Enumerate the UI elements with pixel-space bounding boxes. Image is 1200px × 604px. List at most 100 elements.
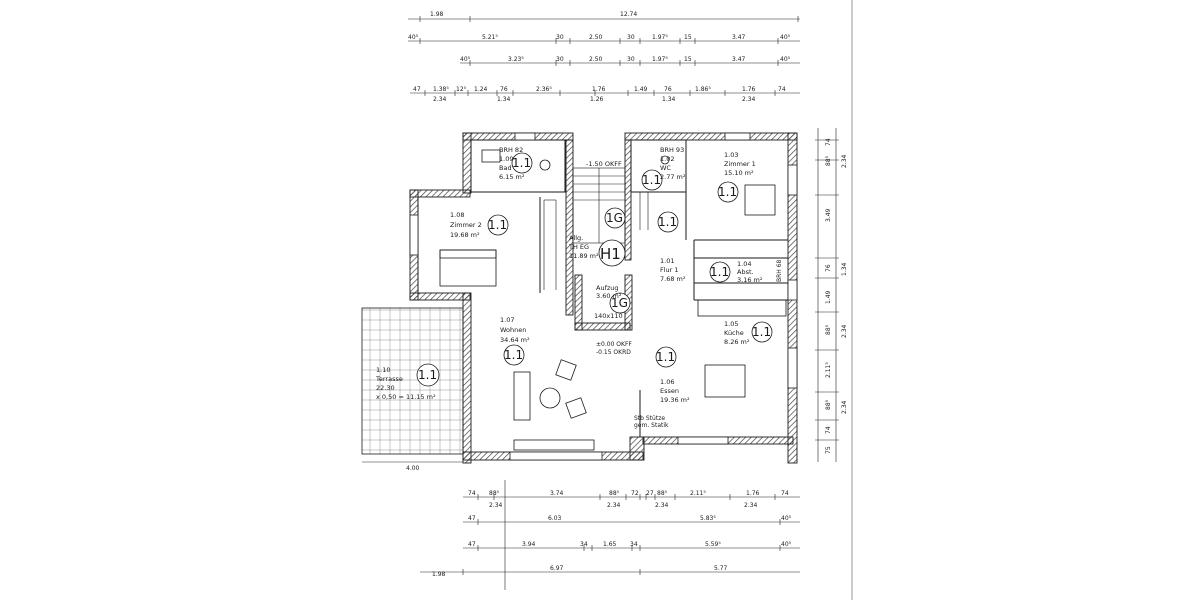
terrasse-calc: x 0,50 = 11.15 m²	[376, 393, 436, 401]
dim-right-5: 1.34	[841, 262, 848, 276]
dim-right-3: 3.49	[825, 208, 832, 222]
dim-top-3-7: 3.47	[732, 56, 746, 63]
abst-brh: BRH 68	[776, 259, 783, 282]
room-labels: BRH 82 1.09 Bad 6.15 m² -1.50 OKFF BRH 9…	[375, 146, 783, 429]
tag-wc: 1.1	[642, 173, 661, 187]
furniture	[439, 149, 787, 451]
dim-top-2-8: 40⁵	[780, 34, 791, 41]
flur-size: 7.68 m²	[660, 275, 686, 283]
dim-bot-4-1: 6.97	[550, 565, 564, 572]
windows	[409, 132, 798, 461]
kueche-name: Küche	[724, 329, 744, 337]
dim-bot-2-1: 6.03	[548, 515, 562, 522]
dim-right-9: 2.11⁵	[825, 362, 832, 378]
dim-bot-1-9: 74	[781, 490, 789, 497]
zimmer1-name: Zimmer 1	[724, 160, 756, 168]
stair-level: -1.50 OKFF	[586, 160, 622, 168]
dim-top-2-1: 5.21⁵	[482, 34, 498, 41]
dim-bot-2-0: 47	[468, 515, 476, 522]
dim-top-4-2: 12⁵	[456, 86, 467, 93]
dim-bot-3-0: 47	[468, 541, 476, 548]
dim-right-4: 76	[825, 264, 832, 272]
flur-name: Flur 1	[660, 266, 679, 274]
dim-bot-4-0: 1.98	[432, 571, 446, 578]
essen-note2: gem. Statik	[634, 422, 669, 429]
bad-brh: BRH 82	[499, 146, 523, 154]
dim-bot-2-3: 40⁵	[781, 515, 792, 522]
dim-right-8: 2.34	[841, 324, 848, 338]
dim-top-4l-0: 2.34	[433, 96, 447, 103]
sofa	[513, 371, 531, 421]
dim-top-1a: 1.98	[430, 11, 444, 18]
dim-bot-3-2: 34	[580, 541, 588, 548]
dim-right-2: 2.34	[841, 154, 848, 168]
dim-bot-1-8: 1.76	[746, 490, 760, 497]
dim-right-10: 88⁵	[825, 399, 832, 410]
armchair-2	[565, 397, 587, 419]
kueche-num: 1.05	[724, 320, 738, 328]
toilet-bad	[539, 159, 551, 171]
dim-terrace-width: 4.00	[406, 465, 420, 472]
dim-bot-1l-1: 2.34	[607, 502, 621, 509]
wohnen-num: 1.07	[500, 316, 514, 324]
dim-bot-3-5: 5.59⁵	[705, 541, 721, 548]
dining-table	[704, 364, 746, 398]
armchair-1	[555, 359, 577, 381]
sideboard	[513, 439, 595, 451]
dim-bot-1l-2: 2.34	[655, 502, 669, 509]
tag-abst: 1.1	[710, 265, 729, 279]
tag-zimmer2: 1.1	[488, 218, 507, 232]
tag-essen: 1.1	[656, 350, 675, 364]
allg-size: 11.89 m²	[569, 252, 599, 260]
dim-top-1b: 12.74	[620, 11, 637, 18]
dim-top-2-4: 30	[627, 34, 635, 41]
right-dimension-lines	[815, 128, 839, 462]
dim-top-4-4: 76	[500, 86, 508, 93]
dim-top-4-7: 1.49	[634, 86, 648, 93]
tag-zimmer1: 1.1	[718, 185, 737, 199]
tag-terrasse: 1.1	[418, 368, 437, 382]
dim-top-3-2: 30	[556, 56, 564, 63]
dim-top-2-3: 2.50	[589, 34, 603, 41]
allg-line1: Allg.	[569, 234, 583, 242]
dim-bot-1-4: 72	[631, 490, 639, 497]
dim-right-7: 88⁵	[825, 324, 832, 335]
dim-top-4-11: 74	[778, 86, 786, 93]
essen-size: 19.36 m²	[660, 396, 690, 404]
terrace: 4.00	[361, 307, 464, 472]
bathtub	[481, 149, 501, 163]
essen-num: 1.06	[660, 378, 674, 386]
dim-top-4-6: 1.76	[592, 86, 606, 93]
dim-top-2-5: 1.97⁵	[652, 34, 668, 41]
tag-allg: 1G	[606, 211, 623, 225]
bad-size: 6.15 m²	[499, 173, 525, 181]
terrasse-size: 22.30	[376, 384, 395, 392]
tag-h1: H1	[600, 245, 621, 263]
dim-right-6: 1.49	[825, 290, 832, 304]
dim-bot-3-1: 3.94	[522, 541, 536, 548]
terrasse-name: Terrasse	[375, 375, 403, 383]
dim-bot-3-6: 40⁵	[781, 541, 792, 548]
wc-name: WC	[660, 164, 671, 172]
dim-bot-1-2: 3.74	[550, 490, 564, 497]
wohnen-size: 34.64 m²	[500, 336, 530, 344]
dim-bot-4-2: 5.77	[714, 565, 728, 572]
dim-right-12: 74	[825, 426, 832, 434]
dim-right-11: 2.34	[841, 400, 848, 414]
tag-aufzug: 1G	[611, 296, 628, 310]
zimmer2-size: 19.68 m²	[450, 231, 480, 239]
staircase	[543, 167, 649, 290]
dim-top-4-5: 2.36⁵	[536, 86, 552, 93]
dim-top-4-9: 1.86⁵	[695, 86, 711, 93]
wc-brh: BRH 93	[660, 146, 684, 154]
essen-note1: Stb Stütze	[634, 415, 665, 422]
bottom-dimension-lines	[420, 480, 800, 590]
abst-size: 3.16 m²	[737, 276, 763, 284]
toilet-wc	[660, 155, 670, 165]
wohnen-name: Wohnen	[500, 326, 526, 334]
dim-top-2-0: 40⁵	[408, 34, 419, 41]
dim-bot-1-0: 74	[468, 490, 476, 497]
zimmer1-num: 1.03	[724, 151, 738, 159]
tag-flur: 1.1	[658, 215, 677, 229]
